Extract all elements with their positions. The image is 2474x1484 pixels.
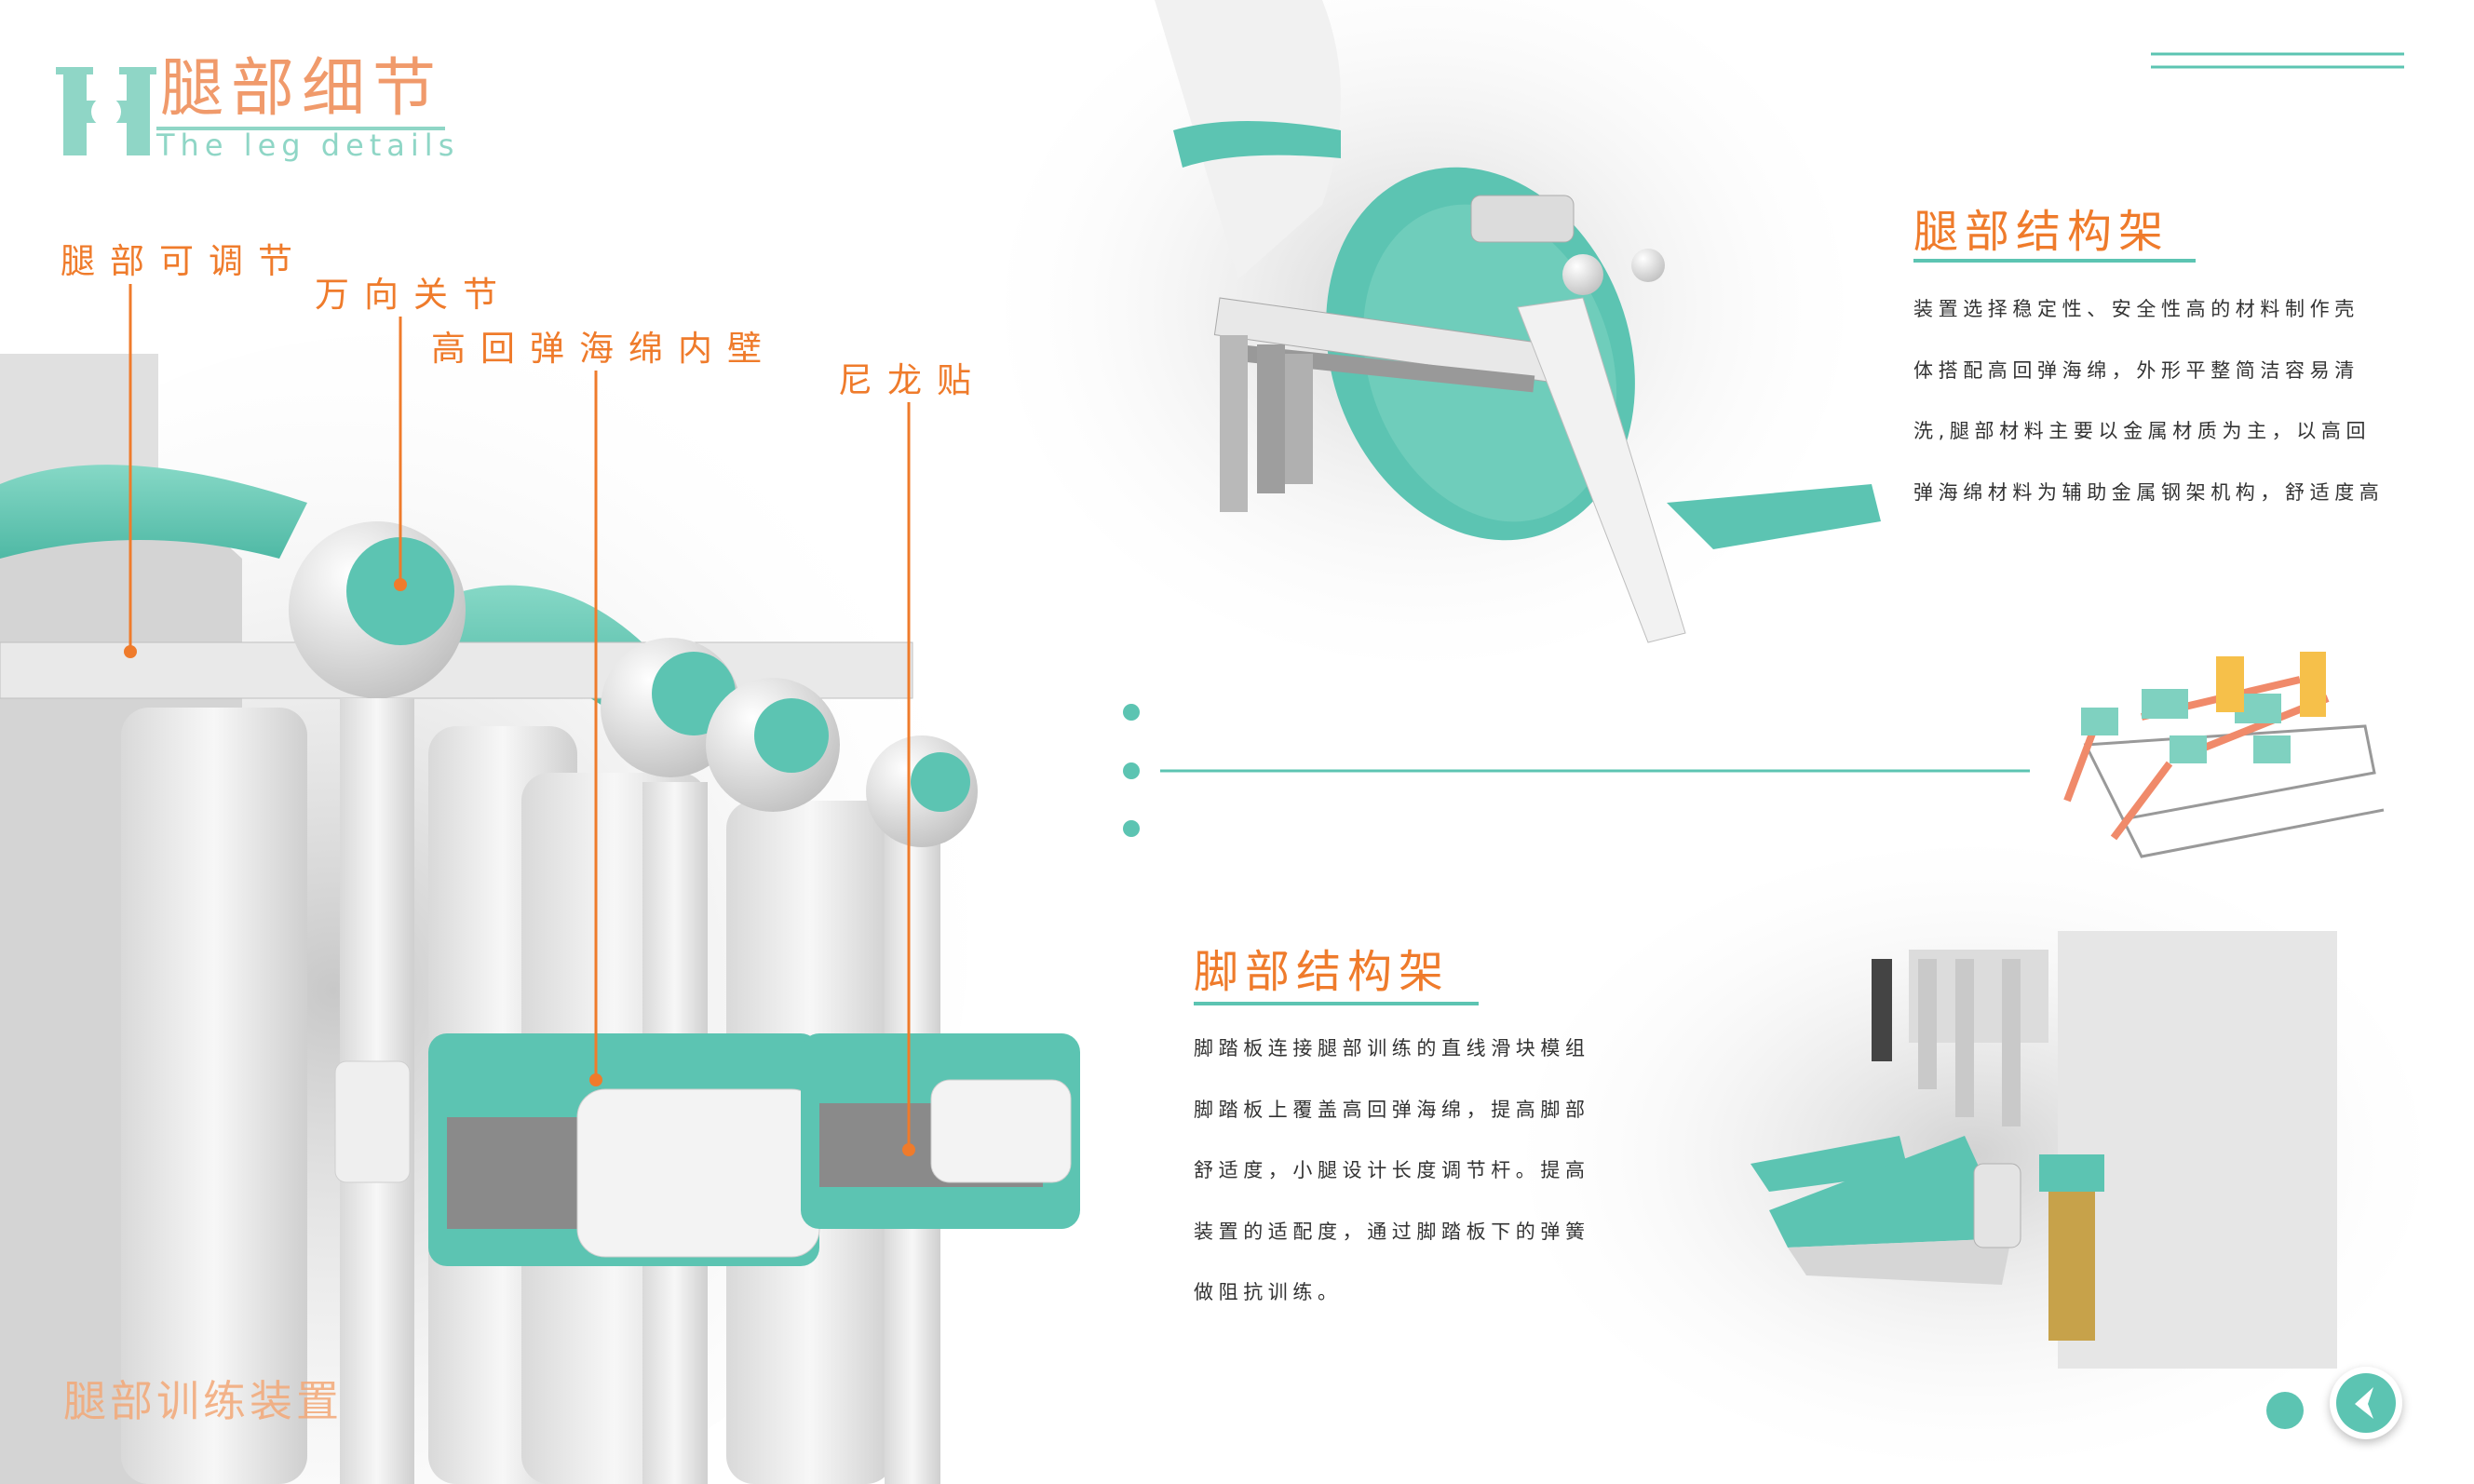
- foot-frame-title: 脚部结构架: [1194, 946, 1451, 998]
- leg-device-main-render: [0, 284, 1080, 1484]
- device-name-label: 腿部训练装置: [63, 1376, 343, 1426]
- leg-frame-description: 装置选择稳定性、安全性高的材料制作壳 体搭配高回弹海绵，外形平整简洁容易清 洗,…: [1913, 279, 2384, 523]
- foot-frame-line: 舒适度，小腿设计长度调节杆。提高: [1194, 1159, 1590, 1181]
- leg-frame-line: 体搭配高回弹海绵，外形平整简洁容易清: [1913, 358, 2359, 382]
- foot-frame-description: 脚踏板连接腿部训练的直线滑块模组 脚踏板上覆盖高回弹海绵，提高脚部 舒适度，小腿…: [1194, 1019, 1590, 1324]
- callout-adjustable-leg: 腿部可调节: [61, 241, 307, 281]
- foot-frame-line: 脚踏板上覆盖高回弹海绵，提高脚部: [1194, 1098, 1590, 1121]
- back-arrow-icon: [2336, 1373, 2396, 1433]
- callout-foam-lining: 高回弹海绵内壁: [431, 329, 777, 369]
- back-button[interactable]: [2330, 1367, 2402, 1439]
- foot-frame-line: 脚踏板连接腿部训练的直线滑块模组: [1194, 1037, 1590, 1059]
- h-knee-logo-icon: [56, 67, 445, 155]
- page-title: 腿部细节: [160, 52, 444, 126]
- foot-frame-line: 装置的适配度，通过脚踏板下的弹簧: [1194, 1220, 1590, 1243]
- leg-frame-line: 洗,腿部材料主要以金属材质为主，以高回: [1913, 420, 2372, 442]
- callout-velcro: 尼龙贴: [838, 360, 986, 400]
- leg-frame-line: 弹海绵材料为辅助金属钢架机构，舒适度高: [1913, 480, 2385, 504]
- nav-dot: [2266, 1392, 2304, 1429]
- leg-frame-title: 腿部结构架: [1913, 206, 2170, 258]
- foot-frame-render: [1527, 847, 2421, 1462]
- page-subtitle: The leg details: [156, 128, 460, 163]
- leg-mechanism-sketch: [2063, 652, 2385, 858]
- leg-frame-render: [1006, 0, 1881, 661]
- foot-frame-line: 做阻抗训练。: [1194, 1281, 1343, 1303]
- callout-universal-joint: 万向关节: [315, 275, 512, 315]
- decorative-divider: [1123, 52, 2404, 1005]
- leg-frame-line: 装置选择稳定性、安全性高的材料制作壳: [1913, 298, 2359, 320]
